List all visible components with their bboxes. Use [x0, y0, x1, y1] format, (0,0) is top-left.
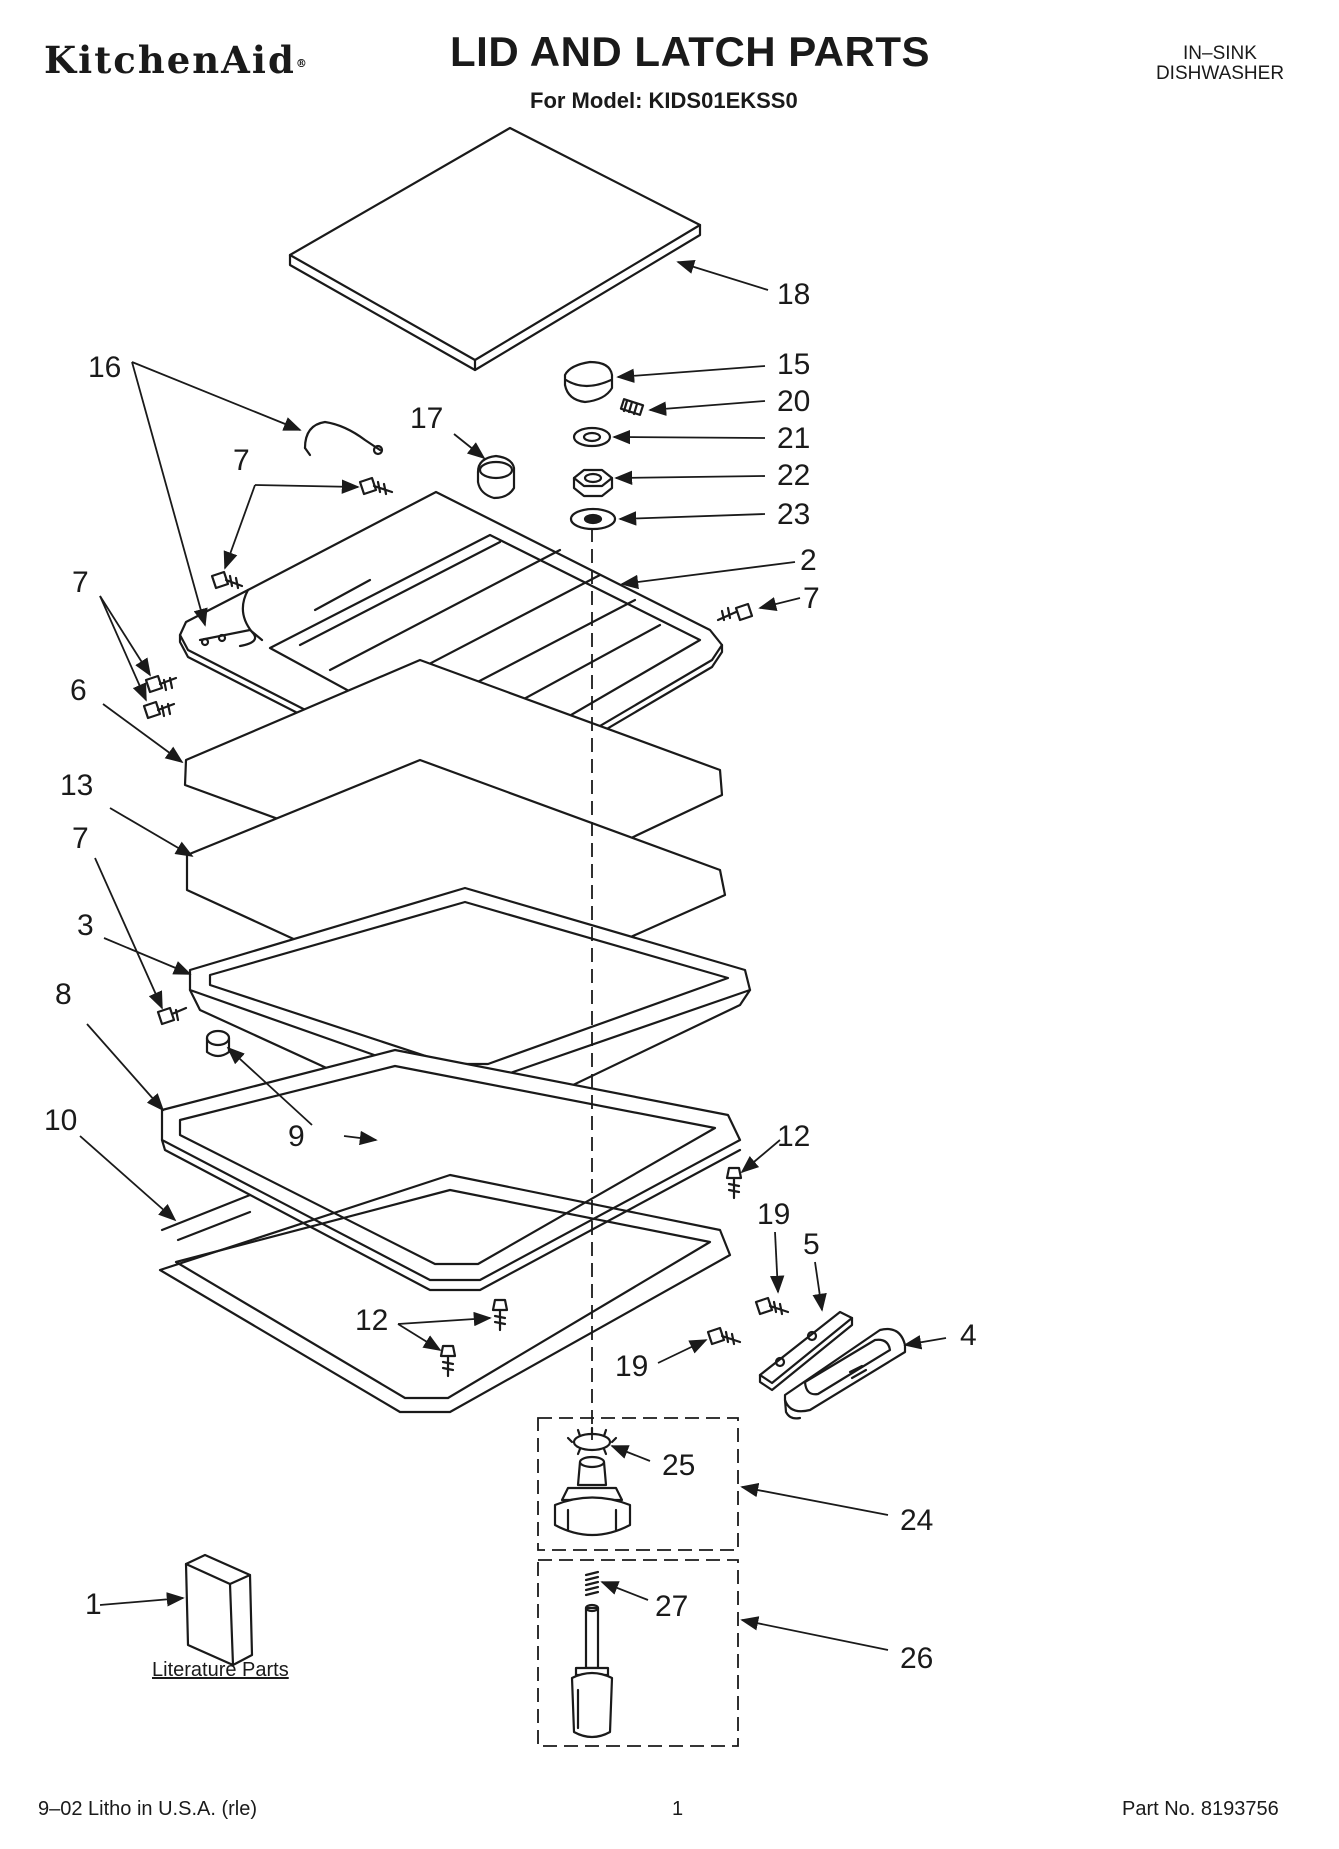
callout-25: 25	[662, 1449, 695, 1482]
page-title: LID AND LATCH PARTS	[450, 28, 931, 75]
callout-12-bottom: 12	[355, 1304, 388, 1337]
callout-17: 17	[410, 402, 443, 435]
part-19-screw	[754, 1296, 790, 1316]
callout-7-left: 7	[72, 566, 89, 599]
part-4-latch-handle	[783, 1327, 907, 1420]
part-15-knob	[563, 360, 614, 404]
callout-16: 16	[88, 351, 121, 384]
part-21-retaining-ring	[572, 426, 612, 448]
part-5-latch-plate	[758, 1310, 854, 1392]
part-12-screw	[439, 1344, 457, 1378]
callout-3: 3	[77, 909, 94, 942]
callout-19-bottom: 19	[615, 1350, 648, 1383]
part-9-plug	[205, 1029, 231, 1058]
callout-10: 10	[44, 1104, 77, 1137]
callout-7-top: 7	[233, 444, 250, 477]
part-12-screw	[491, 1298, 509, 1332]
brand-mark: ®	[295, 57, 309, 70]
callout-5: 5	[803, 1228, 820, 1261]
part-8-frame	[160, 1048, 742, 1292]
model-line: For Model: KIDS01EKSS0	[530, 88, 798, 113]
group-box-24	[537, 1417, 739, 1551]
callout-27: 27	[655, 1590, 688, 1623]
callout-21: 21	[777, 422, 810, 455]
literature-parts-label: Literature Parts	[152, 1659, 289, 1681]
part-7-screw	[142, 700, 176, 720]
footer-litho: 9–02 Litho in U.S.A. (rle)	[38, 1798, 257, 1820]
part-27-spring	[584, 1570, 600, 1597]
callout-13: 13	[60, 769, 93, 802]
callout-20: 20	[777, 385, 810, 418]
part-26-shaft-assembly	[570, 1603, 614, 1739]
part-16-wire-harness	[303, 420, 384, 457]
group-box-26	[537, 1559, 739, 1747]
part-18-top-cover	[288, 126, 702, 372]
callout-18: 18	[777, 278, 810, 311]
part-10-seal	[158, 1173, 732, 1414]
part-17-bumper	[476, 454, 516, 500]
part-20-set-screw	[619, 398, 645, 416]
callout-26: 26	[900, 1642, 933, 1675]
part-19-screw	[706, 1326, 742, 1346]
callout-22: 22	[777, 459, 810, 492]
footer-page-number: 1	[672, 1798, 684, 1820]
part-23-washer	[569, 507, 617, 531]
callout-15: 15	[777, 348, 810, 381]
part-7-screw	[358, 476, 394, 496]
footer-part-number: Part No. 8193756	[1122, 1798, 1279, 1820]
part-24-drive-hub	[553, 1455, 632, 1537]
part-1-literature	[184, 1553, 254, 1667]
callout-19-top: 19	[757, 1198, 790, 1231]
part-22-hex-nut	[572, 468, 614, 498]
callout-7-right: 7	[803, 582, 820, 615]
callout-labels: 18 16 17 15 20 21 22 23 2 7 7 7 6 13 7 3…	[44, 278, 977, 1675]
brand-logo: KitchenAid®	[44, 38, 309, 82]
callout-6: 6	[70, 674, 87, 707]
part-7-screw	[144, 674, 178, 694]
callout-4: 4	[960, 1319, 977, 1352]
product-category: IN–SINK DISHWASHER	[1120, 44, 1320, 84]
part-25-star-washer	[566, 1426, 618, 1456]
callout-24: 24	[900, 1504, 933, 1537]
leader-lines	[79, 259, 947, 1651]
part-7-screw	[156, 1006, 188, 1026]
part-12-screw	[725, 1166, 743, 1200]
brand-text: KitchenAid	[44, 38, 296, 82]
category-line-2: DISHWASHER	[1155, 63, 1285, 84]
part-7-screw	[716, 602, 754, 622]
category-line-1: IN–SINK	[1183, 43, 1257, 64]
callout-9: 9	[288, 1120, 305, 1153]
part-7-screw	[210, 570, 244, 590]
callout-23: 23	[777, 498, 810, 531]
callout-7-lower: 7	[72, 822, 89, 855]
callout-12-right: 12	[777, 1120, 810, 1153]
callout-1: 1	[85, 1588, 102, 1621]
callout-2: 2	[800, 544, 817, 577]
callout-8: 8	[55, 978, 72, 1011]
